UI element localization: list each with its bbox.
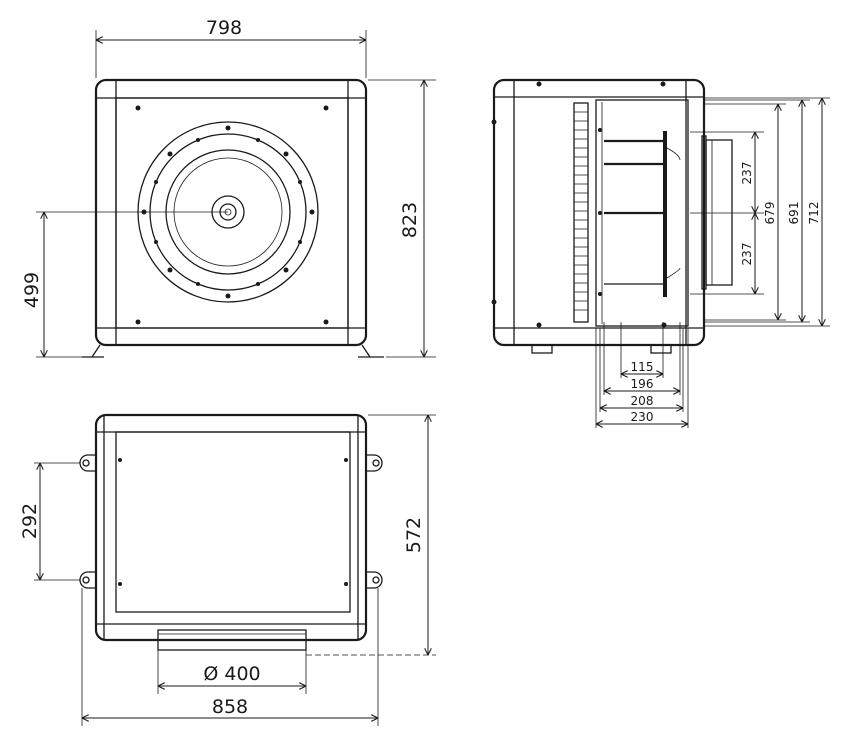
inlet-collar [701, 135, 733, 290]
dim-691: 691 [787, 202, 801, 225]
dim-height: 823 [399, 202, 421, 238]
dim-upper-237: 237 [740, 162, 754, 185]
grille [573, 102, 589, 323]
dim-depth: 572 [403, 517, 425, 553]
dim-115: 115 [631, 360, 654, 374]
mounting-brackets [79, 454, 383, 589]
dim-width: 798 [206, 17, 242, 39]
dim-712: 712 [807, 202, 821, 225]
dim-679: 679 [763, 202, 777, 225]
dim-208: 208 [631, 394, 654, 408]
dim-bracket-spacing: 292 [19, 503, 41, 539]
side-view: 237 237 679 691 712 115 196 208 230 [491, 78, 830, 428]
dim-overall-width: 858 [212, 696, 248, 718]
dim-duct-diameter: Ø 400 [203, 663, 260, 685]
dim-axis-height: 499 [21, 272, 43, 308]
dim-196: 196 [631, 377, 654, 391]
bolts [135, 105, 329, 325]
dim-230: 230 [631, 410, 654, 424]
impeller [604, 131, 681, 297]
bottom-view: 292 572 Ø 400 858 [19, 413, 436, 726]
dim-lower-237: 237 [740, 243, 754, 266]
front-view: 798 823 499 [21, 17, 436, 358]
